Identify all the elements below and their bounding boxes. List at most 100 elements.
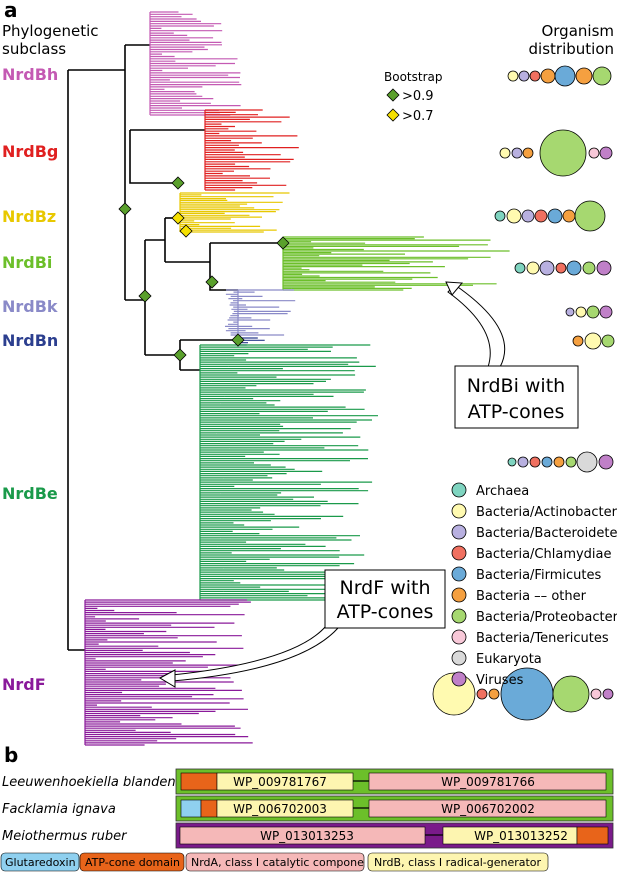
legend-swatch-proteobacteria (451, 608, 467, 624)
bootstrap-marker-low (171, 211, 185, 225)
atp-cone-domain (576, 826, 609, 845)
legend-label: Bacteria/Chlamydiae (476, 547, 612, 562)
distribution-circle (529, 456, 541, 468)
distribution-circle (598, 454, 614, 470)
bootstrap-high-icon (386, 88, 400, 102)
legend-label: Bacteria/Firmicutes (476, 568, 601, 583)
legend-swatch-actinobacteria (451, 503, 467, 519)
gene1-label: WP_013013253 (260, 829, 354, 843)
distribution-circle (507, 457, 517, 467)
legend-nrdb-label: NrdB, class I radical-generator (374, 856, 542, 869)
bootstrap-marker-high (171, 176, 185, 190)
legend-label: Eukaryota (476, 652, 542, 667)
distribution-circle (554, 65, 576, 87)
panel-b-organism-1: Leeuwenhoekiella blandensis (2, 775, 193, 790)
organism-distribution (432, 65, 615, 721)
distribution-circle (529, 70, 541, 82)
legend-label: Viruses (476, 673, 524, 688)
callout-box (324, 569, 446, 629)
legend-glutaredoxin (0, 852, 80, 872)
header-left-line2: subclass (2, 40, 66, 58)
subclass-label-nrdf: NrdF (2, 675, 46, 694)
panel-b-organism-3: Meiothermus ruber (2, 829, 128, 844)
distribution-circle (517, 456, 529, 468)
panel-b-organism-2: Facklamia ignava (2, 802, 116, 817)
legend-glutaredoxin-label: Glutaredoxin (5, 856, 76, 869)
distribution-circle (506, 208, 522, 224)
legend-swatch-archaea (451, 482, 467, 498)
distribution-circle (511, 147, 523, 159)
distribution-circle (592, 66, 612, 86)
distribution-circle (601, 334, 615, 348)
distribution-circle (553, 456, 565, 468)
legend-swatch-bacteria-other (451, 587, 467, 603)
distribution-circle (552, 675, 590, 713)
distribution-circle (572, 335, 584, 347)
organism-legend: Archaea Bacteria/Actinobacteria Bacteria… (451, 482, 617, 688)
bootstrap-marker-high (231, 333, 245, 347)
distribution-circle (494, 210, 506, 222)
legend-label: Bacteria/Proteobacteria (476, 610, 617, 625)
legend-swatch-viruses (451, 671, 467, 687)
distribution-circle (576, 451, 598, 473)
bootstrap-marker-high (276, 236, 290, 250)
distribution-circle (522, 147, 534, 159)
bootstrap-marker-high (173, 348, 187, 362)
bootstrap-legend-low: >0.7 (402, 109, 434, 124)
distribution-circle (488, 688, 500, 700)
callout-box (454, 365, 579, 429)
distribution-circle (539, 260, 555, 276)
legend-swatch-chlamydiae (451, 545, 467, 561)
gene2-label: WP_009781766 (441, 775, 535, 789)
subclass-label-nrdbi: NrdBi (2, 253, 52, 272)
callout-nrdf-line2: ATP-cones (337, 601, 434, 623)
bootstrap-markers (118, 176, 290, 362)
bootstrap-legend-high: >0.9 (402, 89, 434, 104)
callout-nrdbi-line1: NrdBi with (467, 375, 565, 397)
legend-swatch-eukaryota (451, 650, 467, 666)
atp-cone-domain (200, 799, 218, 818)
callout-nrdbi-line2: ATP-cones (468, 401, 565, 423)
legend-label: Archaea (476, 484, 529, 499)
bootstrap-marker-high (205, 275, 219, 289)
glutaredoxin-domain (180, 799, 202, 818)
distribution-circle (574, 200, 606, 232)
distribution-circle (539, 129, 587, 177)
distribution-circle (534, 209, 548, 223)
nrda-domain (368, 772, 607, 791)
header-right-line1: Organism (541, 22, 614, 40)
distribution-circle (586, 305, 600, 319)
distribution-circle (540, 68, 556, 84)
subclass-label-nrdbe: NrdBe (2, 484, 58, 503)
gene2-label: WP_006702002 (441, 802, 535, 816)
header-left-line1: Phylogenetic (2, 22, 99, 40)
atp-cone-domain (180, 772, 218, 791)
legend-atp-cone (79, 852, 185, 872)
legend-label: Bacteria/Bacteroidetes (476, 526, 617, 541)
distribution-circle (499, 147, 511, 159)
callout-nrdf: NrdF with ATP-cones (158, 569, 446, 688)
distribution-circle (575, 67, 593, 85)
header-right-line2: distribution (529, 40, 614, 58)
distribution-circle (507, 70, 519, 82)
distribution-circle (547, 208, 563, 224)
callout-nrdbi: NrdBi with ATP-cones (445, 281, 579, 429)
nrda-domain (368, 799, 607, 818)
legend-label: Bacteria/Actinobacteria (476, 505, 617, 520)
gene-arrangement-row-2: WP_006702003 WP_006702002 (175, 795, 614, 822)
subclass-label-nrdbh: NrdBh (2, 65, 58, 84)
nrda-domain (179, 826, 426, 845)
bootstrap-marker-high (138, 289, 152, 303)
legend-label: Bacteria –– other (476, 589, 587, 604)
distribution-circle (599, 146, 613, 160)
gene1-label: WP_006702003 (233, 802, 327, 816)
distribution-circle (541, 456, 553, 468)
bootstrap-low-icon (386, 108, 400, 122)
tree-clades (84, 11, 510, 746)
legend-swatch-bacteroidetes (451, 524, 467, 540)
distribution-circle (590, 688, 602, 700)
legend-label: Bacteria/Tenericutes (476, 631, 609, 646)
distribution-circle (584, 332, 602, 350)
subclass-label-nrdbk: NrdBk (2, 297, 58, 316)
